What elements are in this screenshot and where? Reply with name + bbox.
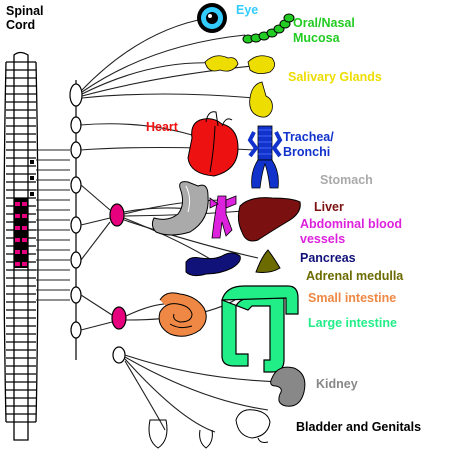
spinal-cord-thoracic-marks xyxy=(14,160,34,268)
kidney-label: Kidney xyxy=(316,377,358,391)
trachea-bronchi-label: Trachea/ Bronchi xyxy=(283,130,334,160)
trachea-bronchi-icon xyxy=(247,125,283,189)
stomach-icon xyxy=(151,181,209,236)
liver-label: Liver xyxy=(314,200,344,214)
spinal-cord-label-line-2: Cord xyxy=(6,18,36,32)
trachea-bronchi-label-line-1: Trachea/ xyxy=(283,130,334,144)
bladder-genitals-label: Bladder and Genitals xyxy=(296,420,422,434)
oral-nasal-mucosa-label: Oral/Nasal Mucosa xyxy=(293,16,355,46)
oral-nasal-mucosa-label-line-2: Mucosa xyxy=(293,31,340,45)
salivary-glands-icon xyxy=(204,55,275,118)
sympathetic-chain xyxy=(69,80,83,360)
eye-icon xyxy=(197,3,227,33)
adrenal-medulla-label: Adrenal medulla xyxy=(306,269,404,283)
eye-label: Eye xyxy=(236,3,259,17)
stomach-label: Stomach xyxy=(320,173,373,187)
pancreas-icon xyxy=(185,252,241,277)
abdominal-blood-vessels-label: Abdominal blood vessels xyxy=(300,217,402,247)
salivary-glands-label: Salivary Glands xyxy=(288,70,382,84)
abdominal-blood-vessels-icon xyxy=(209,195,237,239)
bladder-genitals-icon xyxy=(148,409,271,449)
large-intestine-icon xyxy=(221,285,299,373)
small-intestine-label: Small intestine xyxy=(308,291,397,305)
adrenal-medulla-icon xyxy=(255,249,281,273)
prevertebral-ganglia xyxy=(109,203,127,364)
heart-label: Heart xyxy=(146,120,178,134)
small-intestine-icon xyxy=(158,292,207,337)
abdominal-blood-vessels-label-line-1: Abdominal blood xyxy=(300,217,403,231)
oral-nasal-mucosa-icon xyxy=(242,13,295,44)
spinal-cord-label: Spinal Cord xyxy=(6,4,44,32)
spinal-cord-label-line-1: Spinal xyxy=(6,4,44,18)
kidney-icon xyxy=(270,366,306,407)
oral-nasal-mucosa-label-line-1: Oral/Nasal xyxy=(293,16,355,30)
trachea-bronchi-label-line-2: Bronchi xyxy=(283,145,331,159)
abdominal-blood-vessels-label-line-2: vessels xyxy=(300,232,346,246)
pancreas-label: Pancreas xyxy=(300,251,356,265)
heart-icon xyxy=(187,111,239,177)
liver-icon xyxy=(237,197,301,242)
large-intestine-label: Large intestine xyxy=(308,316,397,330)
